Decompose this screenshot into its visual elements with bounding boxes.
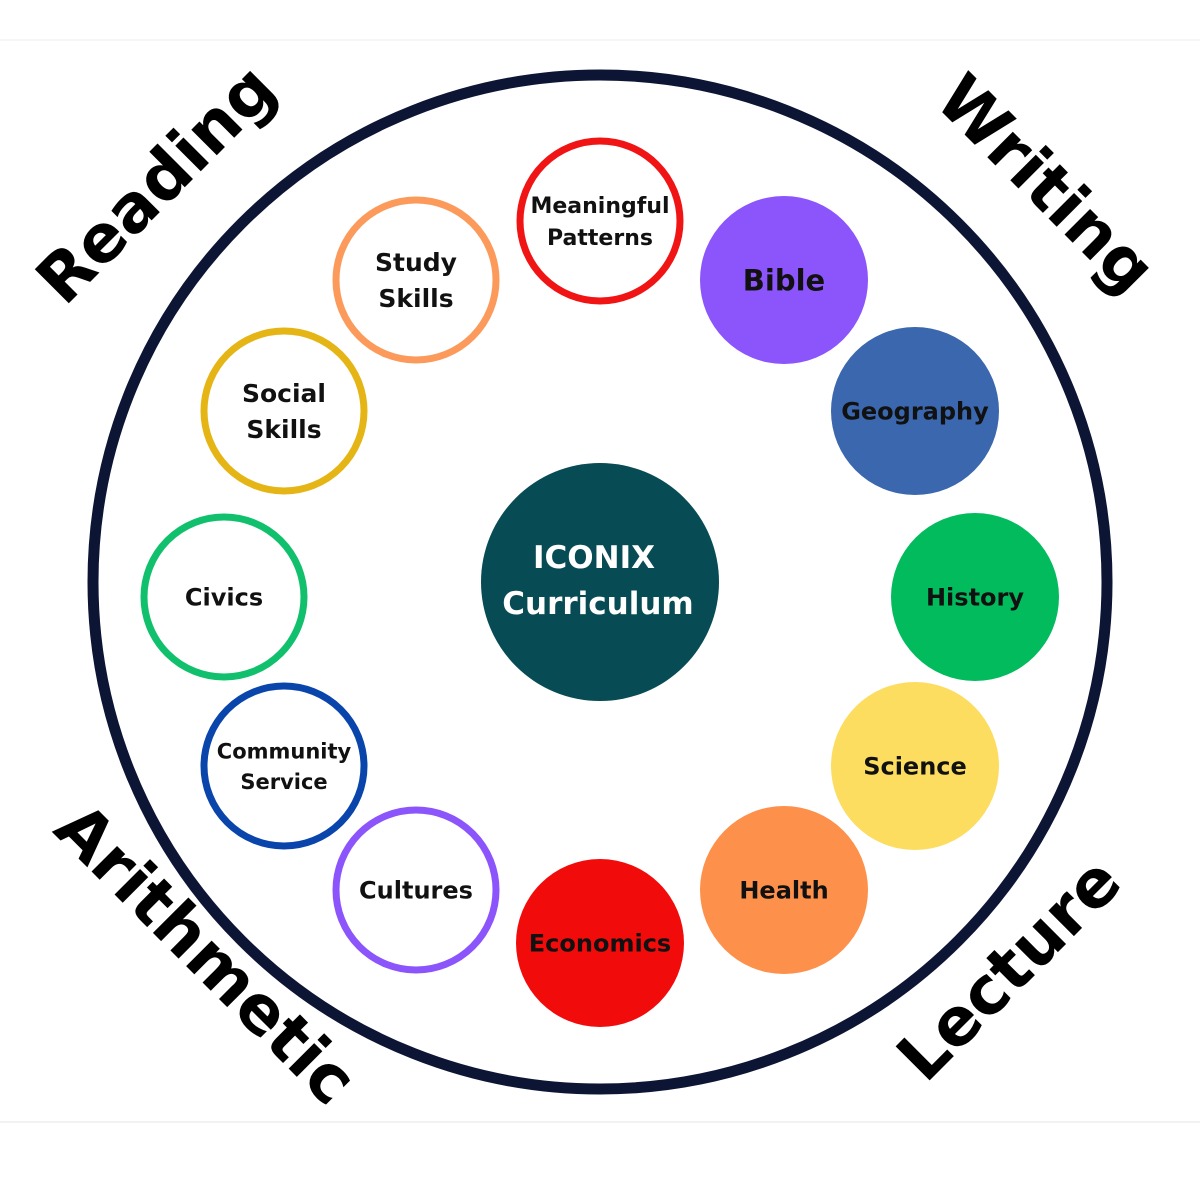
corner-label-writing: Writing: [921, 60, 1170, 309]
subject-node-history: History: [891, 513, 1059, 681]
subject-node-health: Health: [700, 806, 868, 974]
meaningful-patterns-label-line1: Meaningful: [530, 194, 669, 219]
subject-node-geography: Geography: [831, 327, 999, 495]
geography-label-line1: Geography: [841, 398, 989, 426]
subject-node-economics: Economics: [516, 859, 684, 1027]
social-skills-label-line2: Skills: [246, 415, 321, 444]
study-skills-ring: [332, 196, 500, 364]
subject-node-cultures: Cultures: [332, 806, 500, 974]
social-skills-ring: [200, 327, 368, 495]
cultures-label-line1: Cultures: [359, 877, 473, 905]
health-circle: [700, 806, 868, 974]
social-skills-label-line1: Social: [242, 379, 326, 408]
civics-ring: [140, 513, 308, 681]
center-title-line2: Curriculum: [502, 586, 693, 622]
meaningful-patterns-label-line2: Patterns: [547, 226, 653, 251]
corner-label-reading: Reading: [21, 49, 291, 319]
community-service-ring: [200, 682, 368, 850]
community-service-label-line2: Service: [240, 770, 327, 794]
study-skills-label-line2: Skills: [378, 284, 453, 313]
subject-node-science: Science: [831, 682, 999, 850]
geography-circle: [831, 327, 999, 495]
economics-label-line1: Economics: [529, 930, 671, 958]
health-label-line1: Health: [739, 877, 828, 905]
bible-circle: [700, 196, 868, 364]
subject-node-bible: Bible: [700, 196, 868, 364]
science-label-line1: Science: [863, 753, 967, 781]
study-skills-label-line1: Study: [375, 248, 457, 277]
history-label-line1: History: [926, 584, 1024, 612]
economics-circle: [516, 859, 684, 1027]
meaningful-patterns-ring: [516, 137, 684, 305]
center-node: ICONIX Curriculum: [481, 463, 719, 701]
cultures-ring: [332, 806, 500, 974]
civics-label-line1: Civics: [185, 584, 263, 612]
history-circle: [891, 513, 1059, 681]
outer-ring: [87, 69, 1113, 1095]
community-service-label-line1: Community: [217, 739, 352, 763]
center-title-line1: ICONIX: [533, 540, 655, 576]
center-circle: [481, 463, 719, 701]
subject-node-civics: Civics: [140, 513, 308, 681]
subject-bubbles: BibleGeographyHistoryScienceHealthEconom…: [140, 137, 1059, 1027]
science-circle: [831, 682, 999, 850]
bible-label-line1: Bible: [743, 263, 825, 297]
